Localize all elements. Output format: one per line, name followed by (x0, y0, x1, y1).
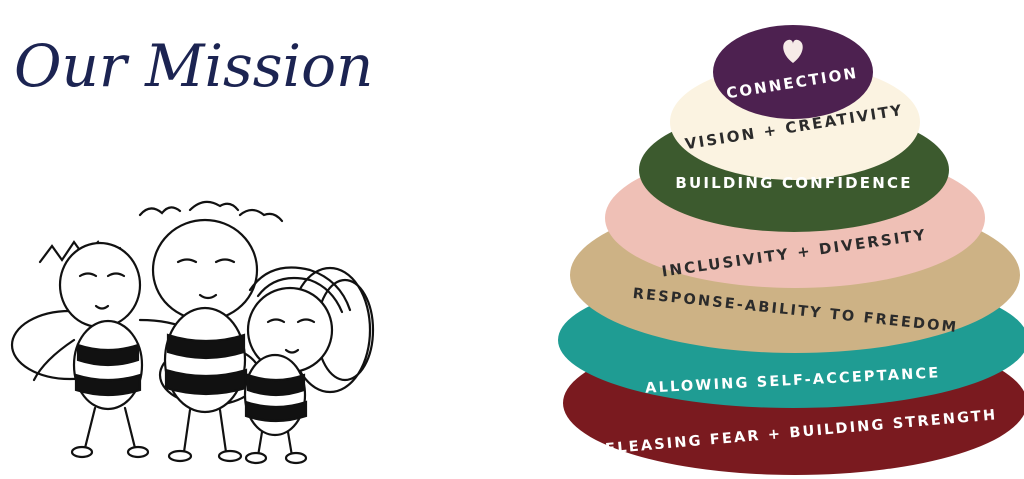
page-title: Our Mission (14, 32, 373, 100)
heart-icon (783, 39, 803, 63)
bees-illustration (10, 200, 375, 465)
pyramid-layer-label-3: BUILDING CONFIDENCE (675, 174, 912, 192)
bee-right (243, 266, 352, 465)
bee-left (32, 240, 192, 459)
bee-middle (138, 200, 284, 463)
pyramid-layer-1 (713, 25, 873, 119)
